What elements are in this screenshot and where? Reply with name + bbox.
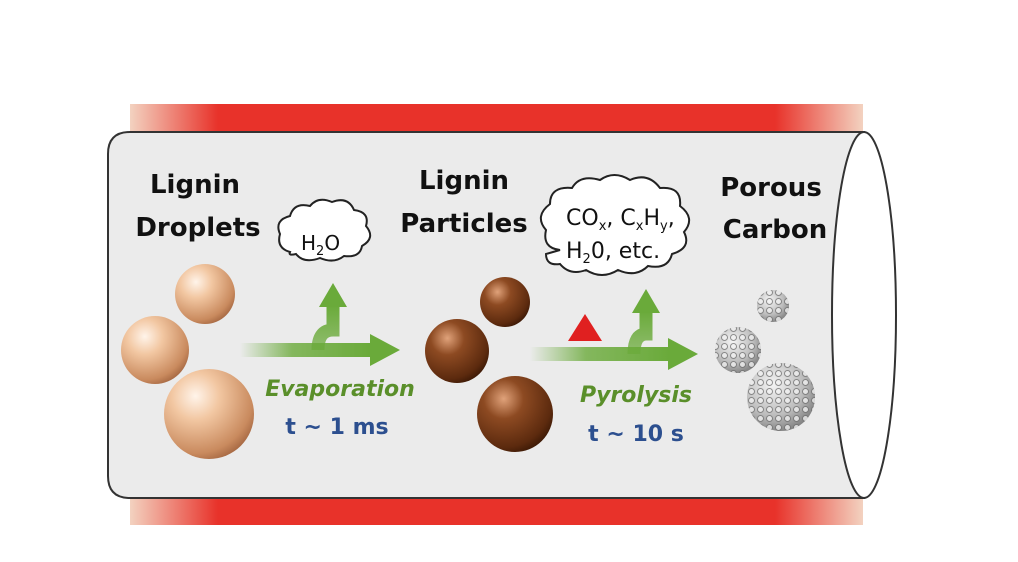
cloud-h2o-sub: 2 <box>316 244 324 259</box>
lignin-droplet-small <box>175 264 235 324</box>
lignin-particle-medium <box>425 319 489 383</box>
label-porous-carbon-line1: Porous <box>720 173 822 203</box>
cloud-cxhy-c: C <box>620 206 635 231</box>
cloud-gases: COx, CxHy, H20, etc. <box>539 174 691 276</box>
cloud-cox-sub: x <box>599 219 607 234</box>
lignin-particle-large <box>477 376 553 452</box>
evaporation-time: t ~ 1 ms <box>285 415 388 440</box>
cloud-h2o: H2O <box>277 198 372 262</box>
lignin-droplet-medium <box>121 316 189 384</box>
heater-bottom <box>130 497 863 525</box>
label-porous-carbon-line2: Carbon <box>723 215 827 245</box>
tube-end-cap <box>831 131 897 499</box>
heater-top <box>130 104 863 132</box>
cloud-cxhy-csub: x <box>636 219 644 234</box>
evaporation-label: Evaporation <box>265 377 415 402</box>
label-lignin-particles-line2: Particles <box>400 209 528 239</box>
lignin-droplet-large <box>164 369 254 459</box>
cloud-h2o-line-sub: 2 <box>583 252 591 267</box>
cloud-h2o-line-h: H <box>566 239 583 264</box>
svg-text:COx, CxHy,: COx, CxHy, <box>566 206 675 234</box>
evaporation-arrow <box>240 283 400 366</box>
svg-text:H2O: H2O <box>301 231 340 259</box>
red-triangle-icon <box>568 314 602 341</box>
cloud-cxhy-hsub: y <box>660 219 668 234</box>
cloud-h2o-line-tail: 0, etc. <box>591 239 660 264</box>
cloud-cxhy-h: H <box>643 206 660 231</box>
pyrolysis-time: t ~ 10 s <box>588 422 684 447</box>
pyrolysis-arrow <box>530 289 698 370</box>
cloud-cox: CO <box>566 206 599 231</box>
porous-carbon-small <box>757 290 789 322</box>
cloud-h2o-o: O <box>324 231 340 255</box>
cloud-comma: , <box>668 206 675 231</box>
porous-carbon-medium <box>715 327 761 373</box>
label-lignin-droplets-line1: Lignin <box>150 170 240 200</box>
cloud-h2o-h: H <box>301 231 316 255</box>
lignin-particle-small <box>480 277 530 327</box>
cloud-sep: , <box>606 206 620 231</box>
svg-text:H20, etc.: H20, etc. <box>566 239 660 267</box>
label-lignin-particles-line1: Lignin <box>419 166 509 196</box>
label-lignin-droplets-line2: Droplets <box>135 213 260 243</box>
pyrolysis-label: Pyrolysis <box>580 383 692 408</box>
porous-carbon-large <box>747 363 815 431</box>
